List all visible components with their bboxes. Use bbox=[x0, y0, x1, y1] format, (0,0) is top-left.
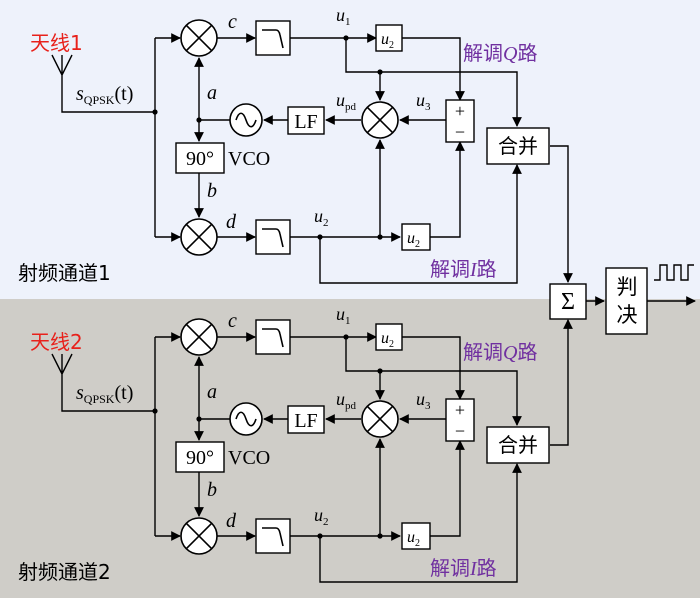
vco-label: VCO bbox=[228, 447, 270, 469]
u1-label: u1 bbox=[336, 304, 351, 327]
mixer-top bbox=[180, 318, 218, 356]
channel-2-panel bbox=[0, 299, 700, 598]
label-a: a bbox=[207, 381, 217, 403]
label-d: d bbox=[226, 211, 237, 233]
upd-label: upd bbox=[336, 90, 357, 113]
channel-name: 射频通道1 bbox=[18, 261, 111, 285]
antenna-label: 天线2 bbox=[30, 330, 83, 354]
label-a: a bbox=[207, 82, 217, 104]
combiner-section: Σ 判 决 bbox=[549, 145, 696, 446]
demod-i-label: 解调I路 bbox=[430, 556, 497, 580]
square-wave-icon bbox=[654, 264, 694, 281]
u2-label: u2 bbox=[314, 505, 329, 528]
lowpass-filter-top bbox=[255, 319, 291, 355]
loop-filter-label: LF bbox=[294, 410, 317, 432]
label-b: b bbox=[207, 180, 217, 202]
u3-label: u3 bbox=[416, 389, 431, 412]
squarer-bottom-label: u2 bbox=[407, 230, 420, 250]
oscillator-icon bbox=[229, 402, 263, 436]
antenna-icon bbox=[51, 54, 155, 113]
label-c: c bbox=[228, 310, 237, 332]
channel-1: 天线1 sQPSK(t) c d 90° VCO a b LF upd u1 u2 u2 u2 +− u3 解调… bbox=[18, 5, 550, 285]
label-b: b bbox=[207, 479, 217, 501]
channel-name: 射频通道2 bbox=[18, 560, 111, 584]
lowpass-filter-bottom bbox=[255, 518, 291, 554]
channel-2: 天线2 sQPSK(t) c d 90° VCO a b LF upd u1 u2 u2 u2 +− u3 解调… bbox=[18, 304, 550, 584]
merge-label: 合并 bbox=[498, 134, 538, 158]
minus-sign: − bbox=[455, 421, 465, 441]
antenna-icon bbox=[51, 353, 155, 412]
decision-label-2: 决 bbox=[617, 303, 638, 327]
minus-sign: − bbox=[455, 122, 465, 142]
signal-label: sQPSK(t) bbox=[76, 83, 133, 107]
u3-label: u3 bbox=[416, 90, 431, 113]
antenna-label: 天线1 bbox=[30, 31, 83, 55]
phase-detector-mixer bbox=[361, 101, 399, 139]
merge-block bbox=[486, 426, 550, 464]
u1-label: u1 bbox=[336, 5, 351, 28]
plus-sign: + bbox=[455, 400, 465, 420]
squarer-top-label: u2 bbox=[381, 330, 394, 350]
phase-detector-mixer bbox=[361, 400, 399, 438]
plus-sign: + bbox=[455, 101, 465, 121]
loop-filter-label: LF bbox=[294, 111, 317, 133]
phase-shift-label: 90° bbox=[186, 447, 214, 469]
decision-label-1: 判 bbox=[617, 275, 638, 299]
subtractor-block bbox=[445, 398, 475, 442]
demod-i-label: 解调I路 bbox=[430, 257, 497, 281]
mixer-top bbox=[180, 19, 218, 57]
squarer-bottom-label: u2 bbox=[407, 529, 420, 549]
signal-label: sQPSK(t) bbox=[76, 382, 133, 406]
lowpass-filter-bottom bbox=[255, 219, 291, 255]
squarer-bottom bbox=[401, 522, 431, 550]
label-c: c bbox=[228, 11, 237, 33]
demod-q-label: 解调Q路 bbox=[463, 340, 537, 364]
label-d: d bbox=[226, 510, 237, 532]
decision-block bbox=[605, 267, 648, 335]
merge-block bbox=[486, 127, 550, 165]
sum-label: Σ bbox=[561, 289, 575, 315]
oscillator-icon bbox=[229, 103, 263, 137]
mixer-bottom bbox=[180, 218, 218, 256]
phase-shift-label: 90° bbox=[186, 148, 214, 170]
subtractor-block bbox=[445, 99, 475, 143]
merge-label: 合并 bbox=[498, 433, 538, 457]
vco-label: VCO bbox=[228, 148, 270, 170]
upd-label: upd bbox=[336, 389, 357, 412]
loop-filter-block bbox=[287, 106, 325, 135]
mixer-bottom bbox=[180, 517, 218, 555]
u2-label: u2 bbox=[314, 206, 329, 229]
demod-q-label: 解调Q路 bbox=[463, 41, 537, 65]
lowpass-filter-top bbox=[255, 20, 291, 56]
channel-1-panel bbox=[0, 0, 700, 299]
phase-shift-block bbox=[175, 142, 225, 174]
squarer-top bbox=[375, 24, 403, 52]
squarer-top-label: u2 bbox=[381, 31, 394, 51]
loop-filter-block bbox=[287, 405, 325, 434]
phase-shift-block bbox=[175, 441, 225, 473]
sum-block bbox=[549, 283, 587, 320]
